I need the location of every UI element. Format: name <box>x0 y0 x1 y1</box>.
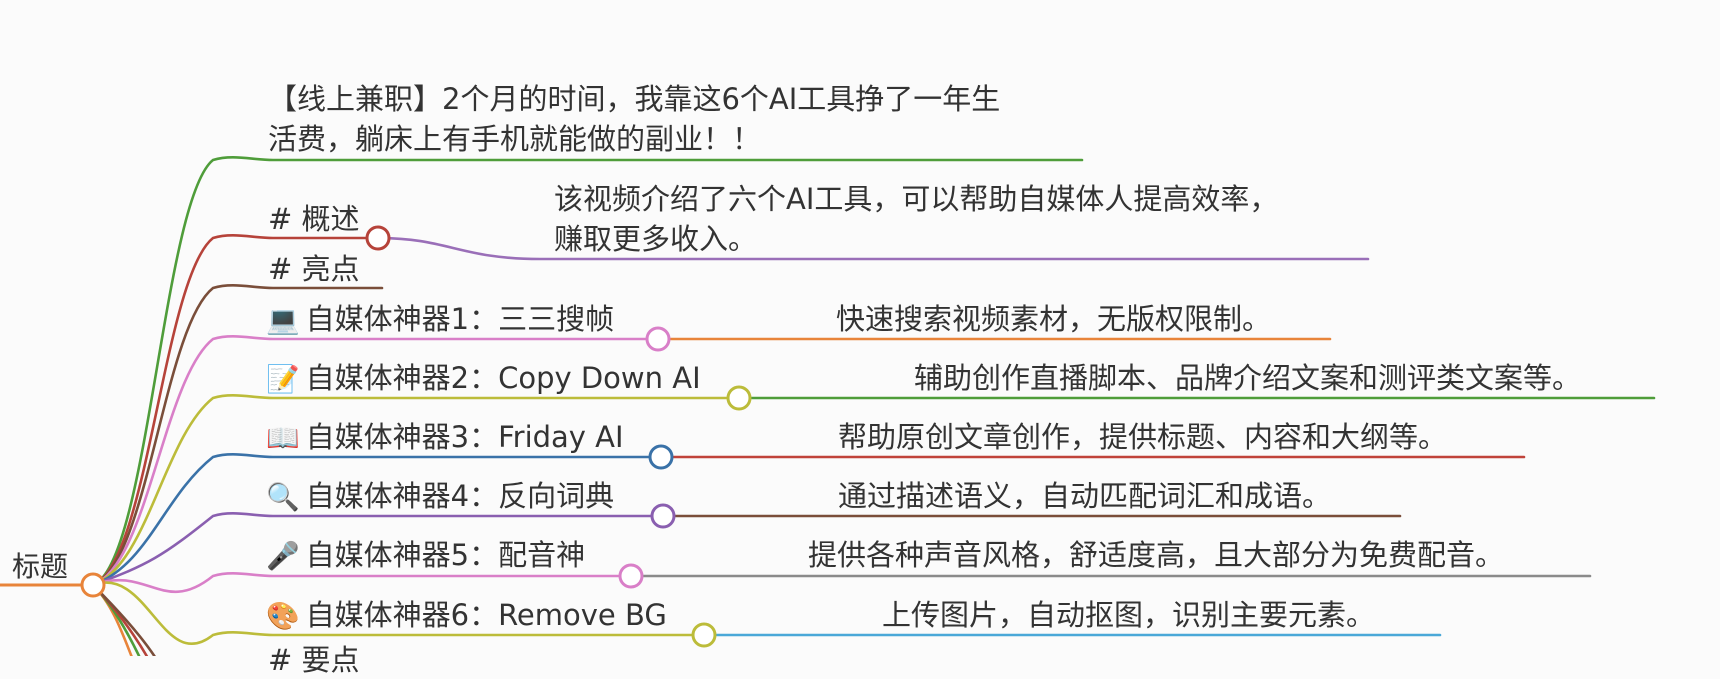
tool-collapse-dot-5[interactable] <box>618 563 644 589</box>
highlights-label[interactable]: # 亮点 <box>268 252 360 286</box>
tool-label: 自媒体神器5：配音神 <box>305 538 586 572</box>
tool-edge-6 <box>91 581 706 645</box>
tool-label: 自媒体神器6：Remove BG <box>305 598 667 632</box>
tool-node-3[interactable]: 📖自媒体神器3：Friday AI <box>266 418 624 458</box>
tool-label: 自媒体神器3：Friday AI <box>305 420 624 454</box>
tool-node-1[interactable]: 💻自媒体神器1：三三搜帧 <box>266 300 614 340</box>
points-label-partial[interactable]: # 要点 <box>268 643 360 677</box>
tool-collapse-dot-4[interactable] <box>650 503 676 529</box>
tool-edge-4 <box>91 512 665 587</box>
tool-node-6[interactable]: 🎨自媒体神器6：Remove BG <box>266 596 667 636</box>
root-label[interactable]: 标题 <box>12 550 69 583</box>
tool-detail-4[interactable]: 通过描述语义，自动匹配词汇和成语。 <box>838 479 1332 513</box>
tool-edge-1 <box>91 335 660 587</box>
root-dot[interactable] <box>80 572 106 598</box>
overview-label[interactable]: # 概述 <box>268 202 360 236</box>
title-line-1[interactable]: 【线上兼职】2个月的时间，我靠这6个AI工具挣了一年生 <box>268 82 1001 116</box>
palette-icon: 🎨 <box>266 601 300 632</box>
tool-collapse-dot-1[interactable] <box>645 326 671 352</box>
tool-label: 自媒体神器4：反向词典 <box>305 479 615 513</box>
tool-node-5[interactable]: 🎤自媒体神器5：配音神 <box>266 536 585 576</box>
tool-edge-3 <box>91 453 663 587</box>
magnifier-icon: 🔍 <box>266 482 300 513</box>
tool-label: 自媒体神器2：Copy Down AI <box>305 361 701 395</box>
mindmap-canvas <box>0 156 1656 656</box>
tool-collapse-dot-3[interactable] <box>648 444 674 470</box>
tool-collapse-dot-2[interactable] <box>726 385 752 411</box>
tool-detail-3[interactable]: 帮助原创文章创作，提供标题、内容和大纲等。 <box>838 420 1448 454</box>
tool-detail-1[interactable]: 快速搜索视频素材，无版权限制。 <box>836 302 1272 336</box>
highlights-edge <box>91 284 384 587</box>
tool-node-2[interactable]: 📝自媒体神器2：Copy Down AI <box>266 359 701 399</box>
partial-edge-4 <box>91 583 156 656</box>
tool-detail-5[interactable]: 提供各种声音风格，舒适度高，且大部分为免费配音。 <box>808 538 1505 572</box>
title-line-2[interactable]: 活费，躺床上有手机就能做的副业！！ <box>268 122 762 156</box>
memo-icon: 📝 <box>266 364 300 395</box>
tool-node-4[interactable]: 🔍自媒体神器4：反向词典 <box>266 477 614 517</box>
microphone-icon: 🎤 <box>266 541 300 572</box>
book-icon: 📖 <box>266 423 300 454</box>
tool-label: 自媒体神器1：三三搜帧 <box>305 302 615 336</box>
overview-collapse-dot[interactable] <box>365 225 391 251</box>
tool-detail-6[interactable]: 上传图片，自动抠图，识别主要元素。 <box>882 598 1376 632</box>
overview-detail-edge <box>376 236 1370 261</box>
overview-edge <box>91 234 380 587</box>
title-edge <box>91 156 1084 587</box>
tool-edge-5 <box>91 572 633 594</box>
overview-detail-line-2[interactable]: 赚取更多收入。 <box>554 222 758 256</box>
overview-detail-line-1[interactable]: 该视频介绍了六个AI工具，可以帮助自媒体人提高效率， <box>554 182 1279 216</box>
tool-collapse-dot-6[interactable] <box>691 622 717 648</box>
tool-edge-2 <box>91 394 741 587</box>
laptop-icon: 💻 <box>266 305 300 336</box>
tool-detail-2[interactable]: 辅助创作直播脚本、品牌介绍文案和测评类文案等。 <box>914 361 1582 395</box>
